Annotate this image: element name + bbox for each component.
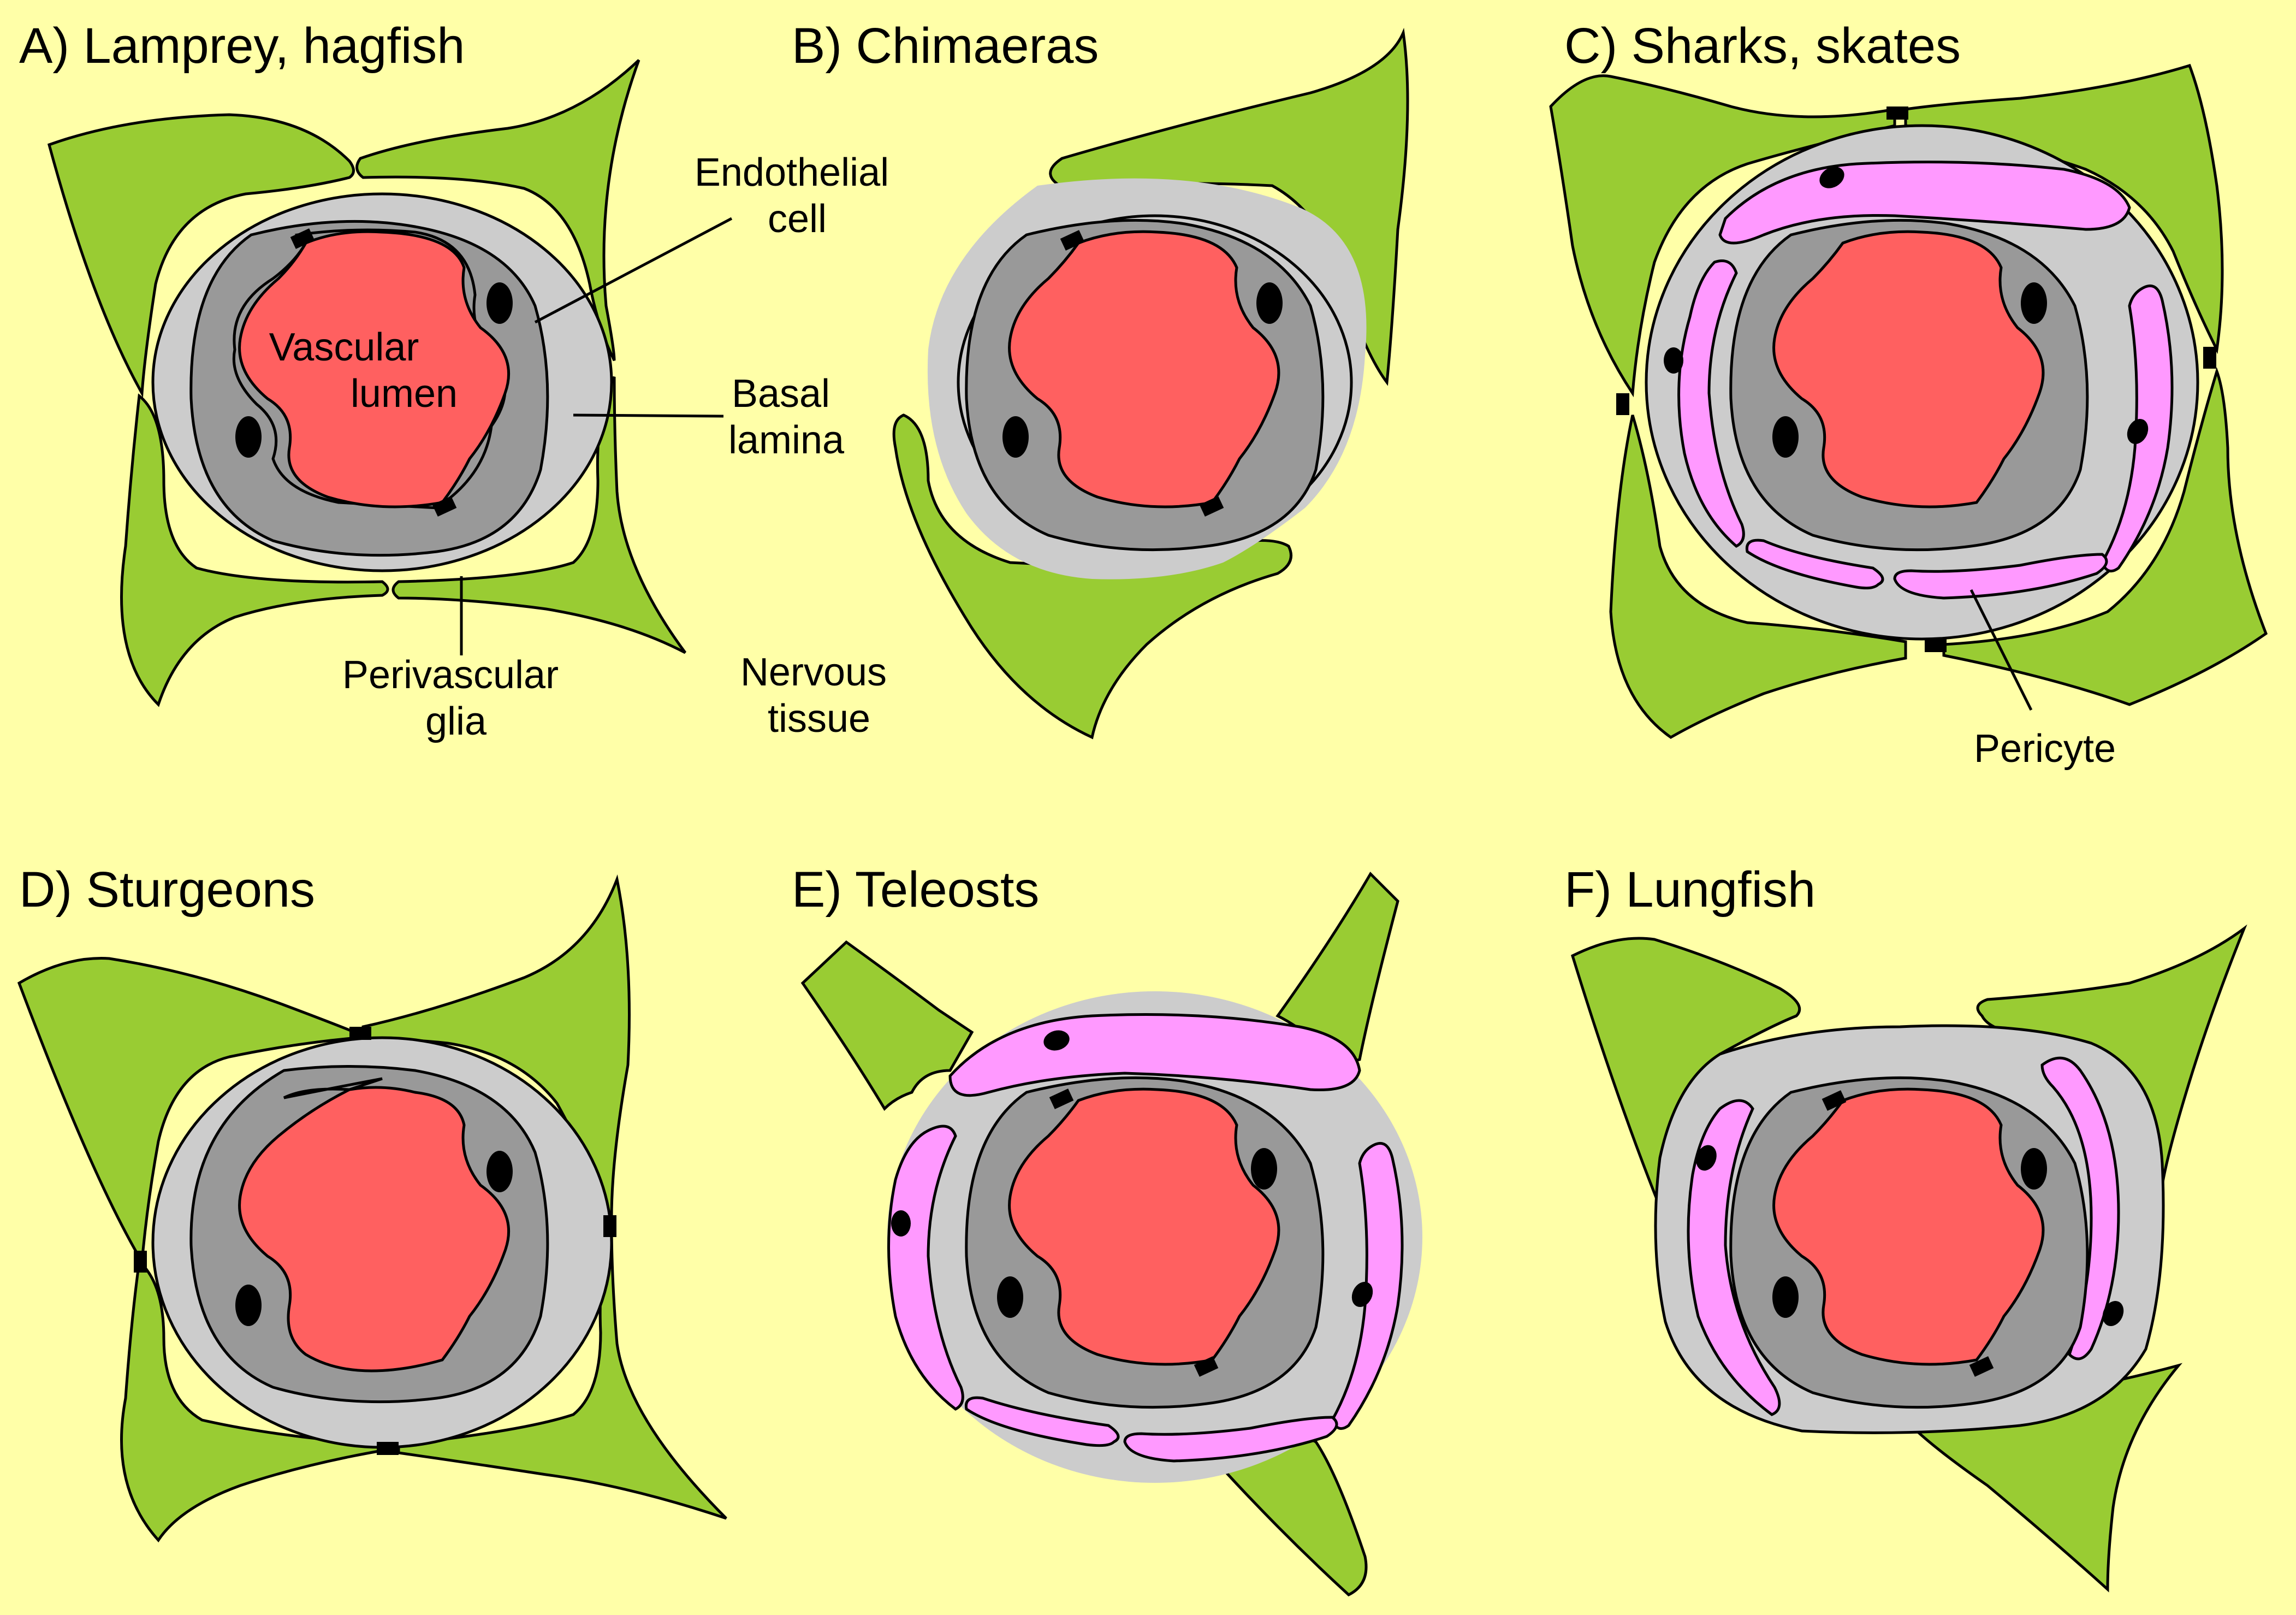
panel-title: F) Lungfish	[1564, 862, 1816, 918]
pericyte-nucleus	[891, 1210, 911, 1237]
endothelial-nucleus	[1251, 1148, 1277, 1190]
basal-lamina-label: Basal lamina	[728, 372, 845, 462]
endothelial-nucleus	[1256, 282, 1283, 324]
vascular-lumen	[1772, 1087, 2045, 1366]
vascular-lumen	[238, 1086, 510, 1373]
pericyte	[964, 1396, 1120, 1447]
tight-junction	[349, 1027, 371, 1040]
tight-junction	[1194, 1356, 1219, 1377]
tight-junction	[1886, 107, 1908, 120]
endothelial-flap	[283, 1077, 383, 1099]
tight-junction	[1199, 496, 1224, 517]
basal-lamina-leader	[573, 413, 724, 418]
pericyte	[887, 1125, 964, 1411]
panel-title: D) Sturgeons	[19, 862, 315, 918]
panel-b: B) Chimaeras	[792, 18, 1409, 740]
pericyte	[2040, 1056, 2120, 1360]
endothelial-nucleus	[487, 282, 513, 324]
tight-junction	[290, 228, 315, 249]
tight-junction	[1925, 639, 1947, 652]
perivascular-glia-label: Perivascular glia	[342, 653, 569, 743]
perivascular-glia	[800, 871, 1399, 1597]
vascular-lumen	[1772, 230, 2045, 508]
tight-junction	[1969, 1356, 1994, 1377]
pericyte-nucleus	[2127, 418, 2149, 445]
panel-title: E) Teleosts	[792, 862, 1039, 918]
endothelial-leader	[534, 217, 733, 324]
pericyte-nucleus	[1043, 1030, 1070, 1051]
panel-d: D) Sturgeons	[17, 862, 727, 1543]
panel-title: A) Lamprey, hagfish	[19, 18, 465, 74]
tight-junction	[377, 1442, 399, 1455]
pericyte-label: Pericyte	[1974, 727, 2116, 771]
tight-junction	[134, 1251, 147, 1273]
panel-title: C) Sharks, skates	[1564, 18, 1961, 74]
endothelial-nucleus	[1772, 416, 1799, 458]
tight-junction	[1060, 230, 1085, 251]
endothelial-nucleus	[1002, 416, 1029, 458]
endothelial-nucleus	[997, 1276, 1023, 1318]
perivascular-glia	[47, 59, 687, 707]
endothelial-nucleus	[487, 1151, 513, 1192]
tight-junction	[603, 1215, 616, 1237]
tight-junction	[1822, 1090, 1847, 1111]
panel-a: A) Lamprey, hagfish Vascular lumen Endot…	[19, 18, 900, 743]
pericyte	[1745, 539, 1884, 590]
panel-title: B) Chimaeras	[792, 18, 1099, 74]
nervous-tissue-label: Nervous tissue	[740, 650, 898, 741]
vascular-lumen-label: Vascular lumen	[269, 326, 458, 416]
pericyte-leader	[1969, 589, 2033, 711]
pericyte	[1123, 1416, 1338, 1463]
pericyte-nucleus	[1696, 1145, 1717, 1171]
pericyte-nucleus	[1664, 347, 1683, 374]
tight-junction	[1616, 393, 1629, 415]
pericyte-nucleus	[1351, 1281, 1373, 1308]
tight-junction	[2203, 347, 2216, 369]
endothelial-nucleus	[1772, 1276, 1799, 1318]
pericyte	[1687, 1099, 1781, 1416]
tight-junction	[1049, 1089, 1074, 1109]
endothelial-nucleus	[235, 1285, 262, 1326]
tight-junction	[432, 496, 457, 517]
endothelial-cell-label: Endothelial cell	[695, 151, 900, 241]
pericyte	[1677, 259, 1745, 548]
panel-e: E) Teleosts	[792, 862, 1422, 1597]
pericyte-nucleus	[2102, 1300, 2124, 1327]
panel-c: C) Sharks, skates Pericyte	[1549, 18, 2268, 771]
endothelial-nucleus	[2021, 1148, 2047, 1190]
pericyte-nucleus	[1819, 167, 1844, 188]
pericyte	[1893, 553, 2108, 600]
perivascular-glia	[17, 874, 727, 1543]
endothelial-nucleus	[235, 416, 262, 458]
endothelial-nucleus	[2021, 282, 2047, 324]
panel-f: F) Lungfish	[1564, 862, 2247, 1593]
